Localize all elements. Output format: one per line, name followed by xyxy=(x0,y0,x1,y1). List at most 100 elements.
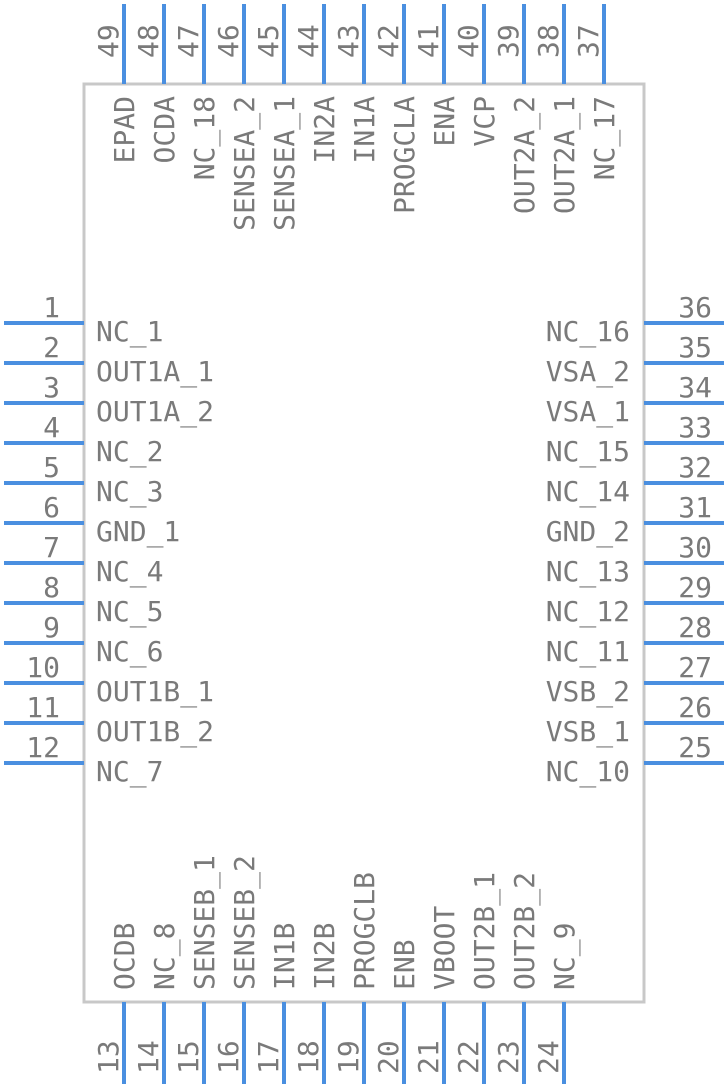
pin-name: EPAD xyxy=(108,96,141,163)
pin-number: 23 xyxy=(492,1040,525,1074)
pin-number: 14 xyxy=(132,1040,165,1074)
pin-name: NC_5 xyxy=(96,595,163,629)
pin-name: IN2A xyxy=(308,96,341,164)
pin-name: OCDB xyxy=(108,923,141,990)
pin-name: VSB_2 xyxy=(546,675,630,709)
left-pins: 1NC_12OUT1A_13OUT1A_24NC_25NC_36GND_17NC… xyxy=(4,291,214,789)
pin-number: 29 xyxy=(678,571,712,604)
pin-number: 27 xyxy=(678,651,712,684)
pin-number: 32 xyxy=(678,451,712,484)
pin-name: SENSEB_1 xyxy=(188,855,222,990)
pin-name: PROGCLA xyxy=(388,96,421,214)
pin-number: 25 xyxy=(678,731,712,764)
pin-number: 37 xyxy=(572,24,605,58)
pin-number: 16 xyxy=(212,1040,245,1074)
pin-name: OUT1A_1 xyxy=(96,355,214,389)
pin-name: NC_15 xyxy=(546,435,630,469)
pin-number: 38 xyxy=(532,24,565,58)
pin-name: VSB_1 xyxy=(546,715,630,749)
pin-number: 20 xyxy=(372,1040,405,1074)
pin-name: VSA_2 xyxy=(546,355,630,389)
pin-name: NC_3 xyxy=(96,475,163,509)
pin-number: 8 xyxy=(43,571,60,604)
pin-name: NC_16 xyxy=(546,315,630,349)
pin-number: 12 xyxy=(26,731,60,764)
pin-number: 47 xyxy=(172,24,205,58)
pin-number: 7 xyxy=(43,531,60,564)
pin-number: 34 xyxy=(678,371,712,404)
pin-name: SENSEA_1 xyxy=(268,96,302,231)
pin-name: NC_11 xyxy=(546,635,630,669)
pin-name: OUT2A_1 xyxy=(548,96,582,214)
pin-number: 48 xyxy=(132,24,165,58)
pin-name: NC_10 xyxy=(546,755,630,789)
pin-name: GND_2 xyxy=(546,515,630,549)
pin-name: OUT1B_1 xyxy=(96,675,214,709)
pin-name: NC_18 xyxy=(188,96,222,180)
pin-name: OCDA xyxy=(148,96,181,164)
pin-number: 24 xyxy=(532,1040,565,1074)
pin-number: 30 xyxy=(678,531,712,564)
pin-number: 1 xyxy=(43,291,60,324)
pin-number: 17 xyxy=(252,1040,285,1074)
pin-name: SENSEB_2 xyxy=(228,855,262,990)
pin-name: OUT1A_2 xyxy=(96,395,214,429)
pin-number: 42 xyxy=(372,24,405,58)
pin-number: 11 xyxy=(26,691,60,724)
pin-name: NC_6 xyxy=(96,635,163,669)
pin-number: 49 xyxy=(92,24,125,58)
pin-number: 18 xyxy=(292,1040,325,1074)
pin-name: VSA_1 xyxy=(546,395,630,429)
pin-number: 41 xyxy=(412,24,445,58)
pin-number: 40 xyxy=(452,24,485,58)
pin-name: OUT2B_1 xyxy=(468,872,502,990)
pin-name: NC_1 xyxy=(96,315,163,349)
pin-number: 15 xyxy=(172,1040,205,1074)
pin-name: OUT2A_2 xyxy=(508,96,542,214)
pin-name: IN1A xyxy=(348,96,381,164)
pin-number: 10 xyxy=(26,651,60,684)
pin-number: 6 xyxy=(43,491,60,524)
pin-number: 46 xyxy=(212,24,245,58)
pin-name: NC_12 xyxy=(546,595,630,629)
pin-number: 35 xyxy=(678,331,712,364)
pin-name: NC_4 xyxy=(96,555,163,589)
pin-name: VCP xyxy=(468,96,501,147)
pin-name: IN1B xyxy=(268,923,301,990)
pin-number: 19 xyxy=(332,1040,365,1074)
pin-name: NC_9 xyxy=(548,923,582,990)
pin-name: NC_14 xyxy=(546,475,630,509)
pin-name: NC_13 xyxy=(546,555,630,589)
pin-name: IN2B xyxy=(308,923,341,990)
pin-number: 26 xyxy=(678,691,712,724)
pin-number: 36 xyxy=(678,291,712,324)
pin-number: 3 xyxy=(43,371,60,404)
pin-number: 45 xyxy=(252,24,285,58)
pin-number: 22 xyxy=(452,1040,485,1074)
pin-number: 13 xyxy=(92,1040,125,1074)
pin-name: OUT1B_2 xyxy=(96,715,214,749)
pin-name: NC_2 xyxy=(96,435,163,469)
pin-number: 39 xyxy=(492,24,525,58)
pin-name: PROGCLB xyxy=(348,872,381,990)
pin-number: 31 xyxy=(678,491,712,524)
pin-number: 21 xyxy=(412,1040,445,1074)
pin-number: 44 xyxy=(292,24,325,58)
pin-name: GND_1 xyxy=(96,515,180,549)
pin-number: 43 xyxy=(332,24,365,58)
bottom-pins: 13 OCDB 14 NC_8 15 SENSEB_1 16 SENSEB_2 17 IN1B 18… xyxy=(92,855,582,1084)
pin-name: VBOOT xyxy=(428,906,461,990)
pin-name: NC_17 xyxy=(588,96,622,180)
pin-name: NC_8 xyxy=(148,923,182,990)
pin-name: ENA xyxy=(428,96,461,147)
pin-name: OUT2B_2 xyxy=(508,872,542,990)
pin-number: 28 xyxy=(678,611,712,644)
pin-name: NC_7 xyxy=(96,755,163,789)
pin-number: 5 xyxy=(43,451,60,484)
pin-number: 2 xyxy=(43,331,60,364)
pin-name: ENB xyxy=(388,939,421,990)
pin-name: SENSEA_2 xyxy=(228,96,262,231)
